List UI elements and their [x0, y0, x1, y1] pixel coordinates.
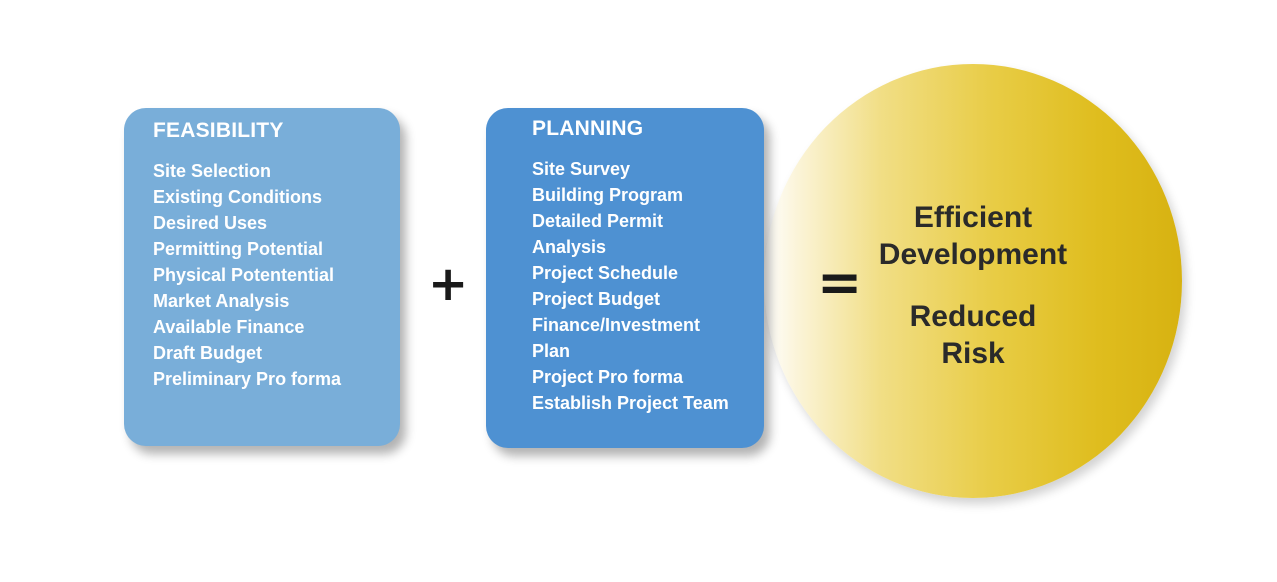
planning-item: Finance/Investment — [532, 315, 701, 335]
feasibility-box: FEASIBILITY Site Selection Existing Cond… — [124, 108, 400, 446]
feasibility-item: Permitting Potential — [153, 239, 324, 259]
result-efficient-development: Efficient Development — [764, 199, 1182, 273]
planning-title: PLANNING — [532, 117, 644, 140]
planning-item: Establish Project Team — [532, 393, 729, 413]
planning-item: Project Schedule — [532, 263, 679, 283]
feasibility-item: Preliminary Pro forma — [153, 369, 342, 389]
planning-box: PLANNING Site Survey Building Program De… — [486, 108, 764, 448]
planning-item: Site Survey — [532, 159, 631, 179]
feasibility-item: Existing Conditions — [153, 187, 322, 207]
feasibility-item: Available Finance — [153, 317, 305, 337]
feasibility-list: Site Selection Existing Conditions Desir… — [153, 158, 400, 392]
feasibility-item: Site Selection — [153, 161, 272, 181]
equals-operator: = — [817, 251, 863, 314]
result-circle: Efficient Development Reduced Risk — [764, 64, 1182, 498]
planning-item: Project Pro forma — [532, 367, 684, 387]
feasibility-title: FEASIBILITY — [153, 119, 284, 142]
planning-item: Project Budget — [532, 289, 661, 309]
result-line-4: Risk — [941, 337, 1005, 370]
plus-operator: + — [428, 256, 469, 312]
planning-item: Analysis — [532, 237, 607, 257]
feasibility-item: Desired Uses — [153, 213, 268, 233]
result-line-1: Efficient — [913, 201, 1033, 234]
feasibility-item: Draft Budget — [153, 343, 262, 363]
result-reduced-risk: Reduced Risk — [764, 298, 1182, 372]
feasibility-item: Market Analysis — [153, 291, 290, 311]
planning-list: Site Survey Building Program Detailed Pe… — [532, 156, 764, 416]
result-line-3: Reduced — [909, 300, 1037, 333]
planning-item: Plan — [532, 341, 571, 361]
result-line-2: Development — [878, 238, 1068, 271]
planning-item: Building Program — [532, 185, 684, 205]
planning-item: Detailed Permit — [532, 211, 664, 231]
feasibility-item: Physical Potentential — [153, 265, 335, 285]
